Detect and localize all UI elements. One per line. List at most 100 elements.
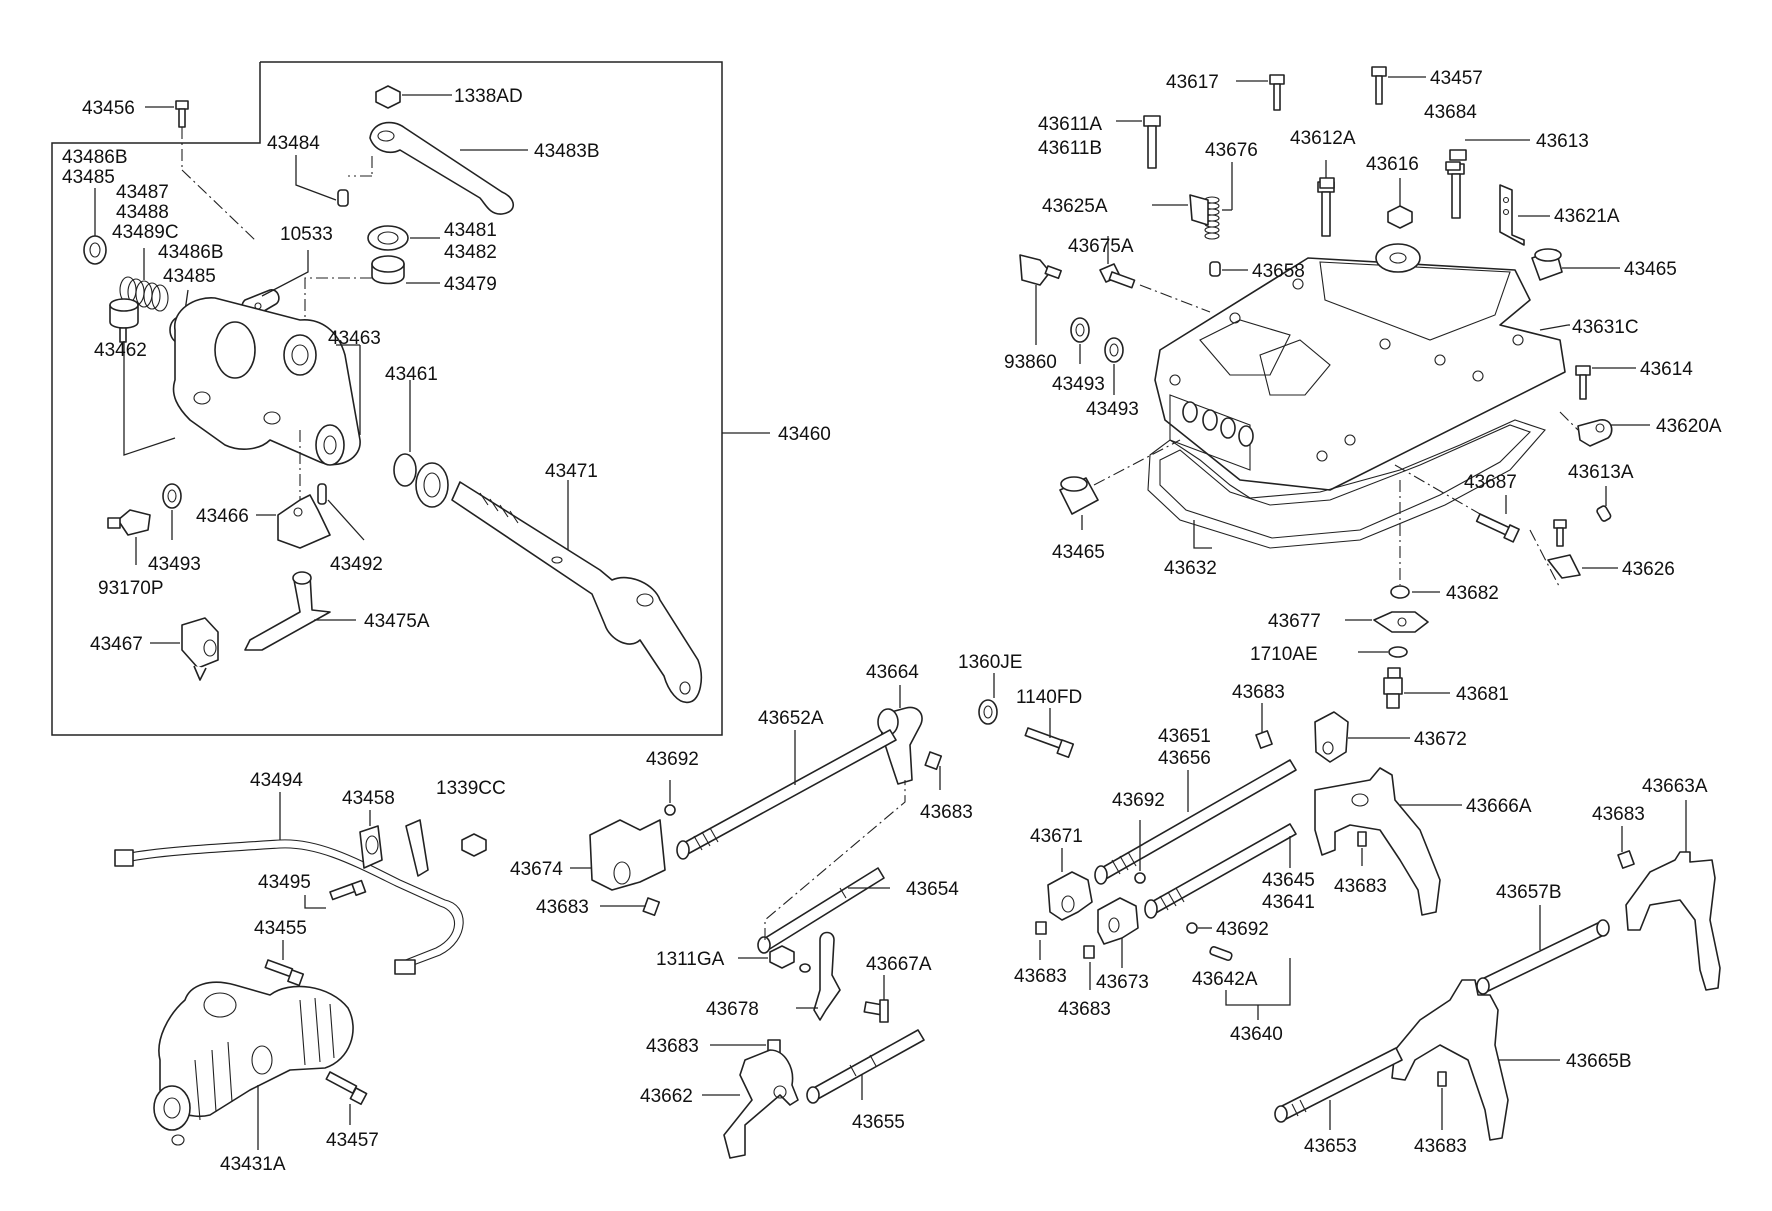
label-43677: 43677	[1268, 611, 1321, 632]
label-43651: 43651	[1158, 726, 1211, 747]
label-43482: 43482	[444, 242, 497, 263]
label-43484: 43484	[267, 133, 320, 154]
label-43657B: 43657B	[1496, 882, 1562, 903]
label-43684: 43684	[1424, 102, 1477, 123]
spring-43676	[1204, 196, 1220, 240]
label-43466: 43466	[196, 506, 249, 527]
label-43683: 43683	[1058, 999, 1111, 1020]
label-43683: 43683	[920, 802, 973, 823]
label-43614: 43614	[1640, 359, 1693, 380]
label-10533: 10533	[280, 224, 333, 245]
label-43458: 43458	[342, 788, 395, 809]
label-43692: 43692	[1112, 790, 1165, 811]
shift-rails-center	[570, 673, 1075, 1159]
label-43671: 43671	[1030, 826, 1083, 847]
label-43463: 43463	[328, 328, 381, 349]
label-43494: 43494	[250, 770, 303, 791]
label-43656: 43656	[1158, 748, 1211, 769]
label-43617: 43617	[1166, 72, 1219, 93]
label-43465: 43465	[1624, 259, 1677, 280]
label-1311GA: 1311GA	[656, 949, 725, 970]
label-43479: 43479	[444, 274, 497, 295]
label-43665B: 43665B	[1566, 1051, 1632, 1072]
label-43611A: 43611A	[1038, 114, 1102, 135]
label-43493: 43493	[1052, 374, 1105, 395]
clutch-cylinder-assembly	[114, 792, 487, 1150]
label-43645: 43645	[1262, 870, 1315, 891]
label-43626: 43626	[1622, 559, 1675, 580]
part-labels: 43456 1338AD 43484 43483B 43486B 43485 4…	[62, 68, 1722, 1175]
label-43664: 43664	[866, 662, 919, 683]
label-43462: 43462	[94, 340, 147, 361]
shift-lever-assembly	[83, 85, 702, 704]
label-43663A: 43663A	[1642, 776, 1708, 797]
label-43488: 43488	[116, 202, 169, 223]
label-43467: 43467	[90, 634, 143, 655]
label-1140FD: 1140FD	[1016, 687, 1082, 708]
label-1339CC: 1339CC	[436, 778, 506, 799]
label-43642A: 43642A	[1192, 969, 1258, 990]
label-43457: 43457	[1430, 68, 1483, 89]
label-43692: 43692	[1216, 919, 1269, 940]
label-43683: 43683	[1592, 804, 1645, 825]
label-43683: 43683	[1014, 966, 1067, 987]
label-43692: 43692	[646, 749, 699, 770]
label-43681: 43681	[1456, 684, 1509, 705]
label-43687: 43687	[1464, 472, 1517, 493]
label-43457: 43457	[326, 1130, 379, 1151]
label-43632: 43632	[1164, 558, 1217, 579]
label-43486B: 43486B	[158, 242, 224, 263]
label-43461: 43461	[385, 364, 438, 385]
label-43631C: 43631C	[1572, 317, 1639, 338]
label-93170P: 93170P	[98, 578, 164, 599]
label-43676: 43676	[1205, 140, 1258, 161]
label-43672: 43672	[1414, 729, 1467, 750]
label-43662: 43662	[640, 1086, 693, 1107]
label-43640: 43640	[1230, 1024, 1283, 1045]
label-1710AE: 1710AE	[1250, 644, 1318, 665]
label-43621A: 43621A	[1554, 206, 1620, 227]
label-43625A: 43625A	[1042, 196, 1108, 217]
label-43489C: 43489C	[112, 222, 179, 243]
label-43471: 43471	[545, 461, 598, 482]
label-1338AD: 1338AD	[454, 86, 523, 107]
label-43475A: 43475A	[364, 611, 430, 632]
label-43456: 43456	[82, 98, 135, 119]
label-43485: 43485	[163, 266, 216, 287]
label-1360JE: 1360JE	[958, 652, 1022, 673]
label-43653: 43653	[1304, 1136, 1357, 1157]
label-43674: 43674	[510, 859, 563, 880]
transfer-cover-assembly	[1019, 66, 1650, 709]
label-43485: 43485	[62, 167, 115, 188]
label-43492: 43492	[330, 554, 383, 575]
label-43616: 43616	[1366, 154, 1419, 175]
label-43652A: 43652A	[758, 708, 824, 729]
label-43682: 43682	[1446, 583, 1499, 604]
shift-forks-right	[1035, 703, 1721, 1141]
label-43683: 43683	[1414, 1136, 1467, 1157]
label-43666A: 43666A	[1466, 796, 1532, 817]
label-43455: 43455	[254, 918, 307, 939]
label-43465: 43465	[1052, 542, 1105, 563]
label-43683: 43683	[1232, 682, 1285, 703]
label-43493: 43493	[148, 554, 201, 575]
label-43655: 43655	[852, 1112, 905, 1133]
label-43431A: 43431A	[220, 1154, 286, 1175]
label-43620A: 43620A	[1656, 416, 1722, 437]
label-43683: 43683	[1334, 876, 1387, 897]
label-93860: 93860	[1004, 352, 1057, 373]
label-43486B: 43486B	[62, 147, 128, 168]
label-43495: 43495	[258, 872, 311, 893]
label-43611B: 43611B	[1038, 138, 1102, 159]
label-43673: 43673	[1096, 972, 1149, 993]
label-43460: 43460	[778, 424, 831, 445]
label-43487: 43487	[116, 182, 169, 203]
label-43658: 43658	[1252, 261, 1305, 282]
assembly-frame-43460	[51, 61, 770, 736]
label-43481: 43481	[444, 220, 497, 241]
label-43483B: 43483B	[534, 141, 600, 162]
label-43641: 43641	[1262, 892, 1315, 913]
label-43612A: 43612A	[1290, 128, 1356, 149]
label-43613: 43613	[1536, 131, 1589, 152]
